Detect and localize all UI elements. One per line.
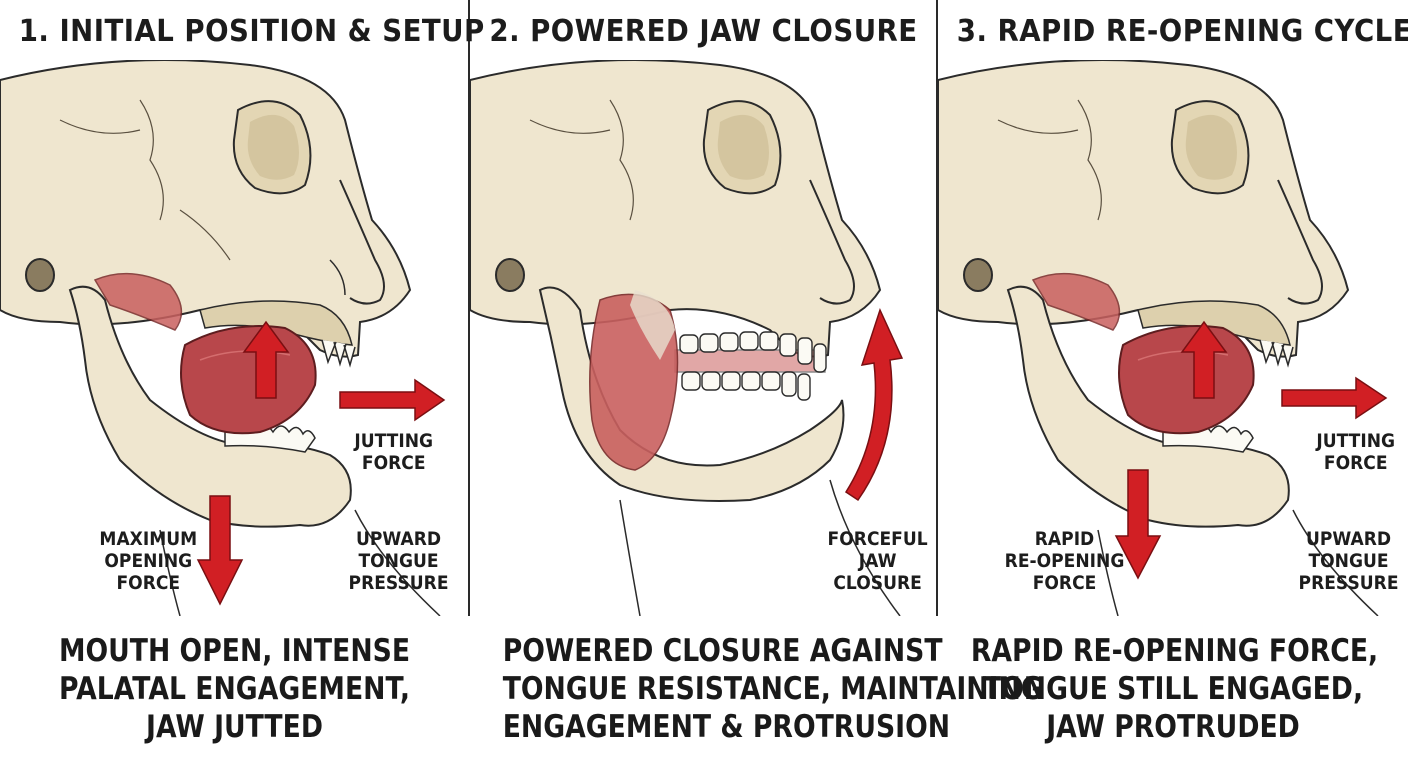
panel-title: 3. RAPID RE-OPENING CYCLE [956, 14, 1408, 49]
red-arrow-right [1281, 376, 1388, 420]
panel-caption: RAPID RE-OPENING FORCE, TONGUE STILL ENG… [970, 633, 1379, 745]
red-arrow-right [339, 378, 446, 422]
skull-illustration [0, 60, 446, 616]
panel-divider [936, 0, 938, 616]
skull-illustration [938, 60, 1388, 616]
panel-title: 1. INITIAL POSITION & SETUP [18, 14, 485, 49]
curved-red-arrow [844, 307, 904, 502]
red-arrow-up [1180, 320, 1228, 399]
red-arrow-down [196, 495, 244, 606]
panel-divider [468, 0, 470, 616]
panel-powered-closure: 2. POWERED JAW CLOSURE [470, 0, 1043, 768]
panel-caption: POWERED CLOSURE AGAINST TONGUE RESISTANC… [502, 633, 1043, 745]
panel-caption: MOUTH OPEN, INTENSE PALATAL ENGAGEMENT, … [58, 633, 411, 745]
panel-initial-position: 1. INITIAL POSITION & SETUP [0, 0, 485, 768]
red-arrow-down [1114, 469, 1162, 580]
red-arrow-up [242, 320, 290, 399]
skull-illustration [470, 60, 904, 616]
panel-title: 2. POWERED JAW CLOSURE [489, 14, 918, 49]
